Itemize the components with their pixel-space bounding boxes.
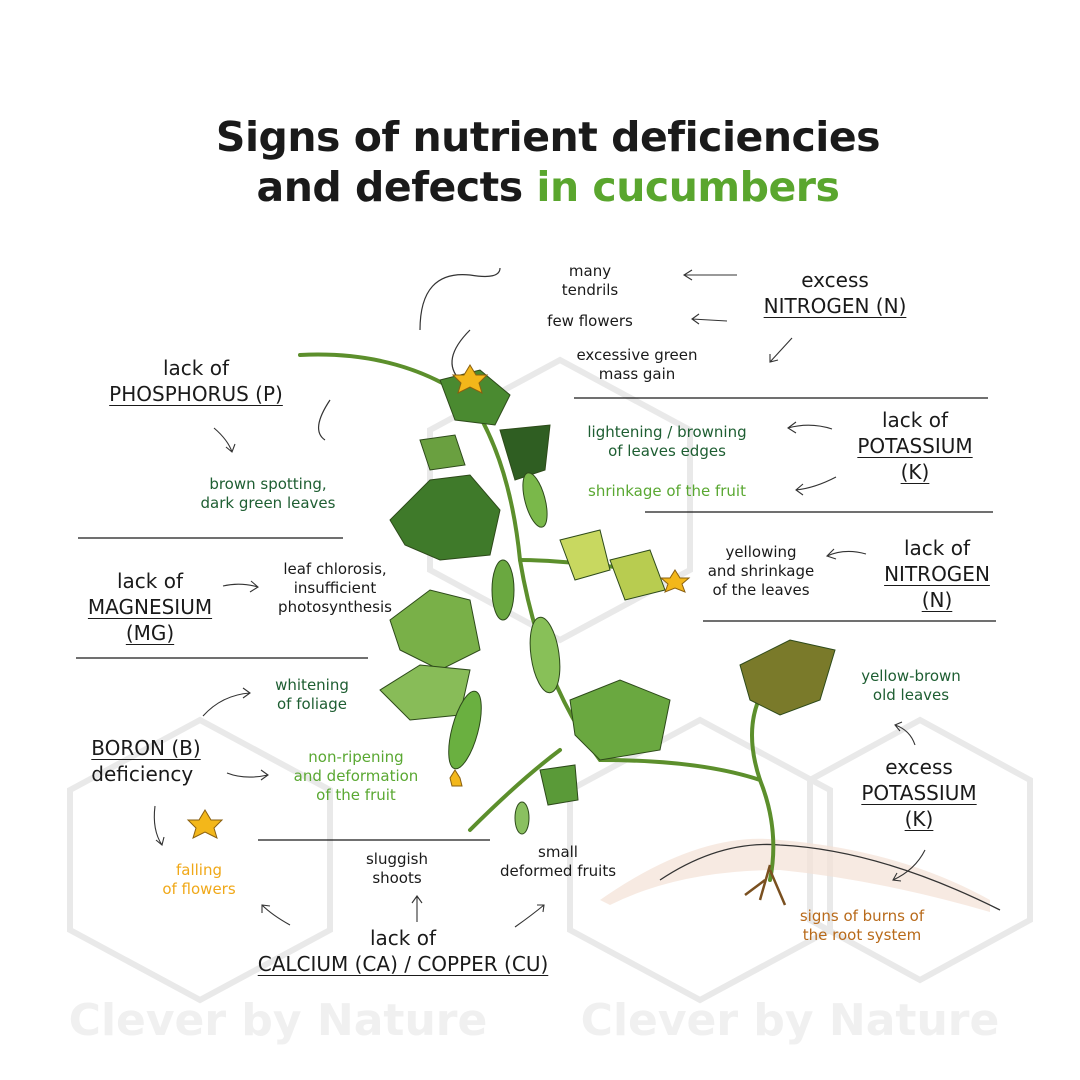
sign-non-ripening: non-ripening and deformation of the frui… (293, 748, 419, 804)
lack-magnesium-label: lack of MAGNESIUM (MG) (87, 569, 213, 645)
watermark: Clever by Nature (68, 995, 488, 1046)
sign-root-burns: signs of burns of the root system (799, 907, 925, 944)
excess-potassium-label: excess POTASSIUM (K) (861, 755, 977, 831)
sign-many-tendrils: many tendrils (561, 262, 619, 299)
title-line-2: and defects in cucumbers (256, 163, 840, 211)
soil-mound (600, 838, 990, 912)
sign-whitening-foliage: whitening of foliage (275, 676, 349, 713)
lack-nitrogen-label: lack of NITROGEN (N) (884, 536, 990, 612)
sign-sluggish-shoots: sluggish shoots (365, 850, 429, 887)
lack-calcium-copper-label: lack of CALCIUM (CA) / COPPER (CU) (257, 926, 549, 976)
boron-deficiency-label: BORON (B) deficiency (91, 736, 201, 786)
sign-fruit-shrinkage: shrinkage of the fruit (588, 482, 746, 500)
leaves (379, 369, 836, 806)
sign-few-flowers: few flowers (547, 312, 633, 330)
arrows (153, 269, 926, 928)
sign-leaf-chlorosis: leaf chlorosis, insufficient photosynthe… (278, 560, 392, 616)
watermark: Clever by Nature (580, 995, 1000, 1046)
flowers (186, 364, 691, 839)
divider-lines (76, 397, 996, 841)
sign-yellow-brown-leaves: yellow-brown old leaves (861, 667, 961, 704)
title-highlight: in cucumbers (536, 163, 840, 211)
lack-potassium-label: lack of POTASSIUM (K) (857, 408, 973, 484)
lack-phosphorus-label: lack of PHOSPHORUS (P) (109, 356, 283, 406)
excess-nitrogen-label: excess NITROGEN (N) (763, 268, 907, 318)
roots (744, 864, 787, 906)
sign-leaf-edge-browning: lightening / browning of leaves edges (587, 423, 747, 460)
page-title: Signs of nutrient deficiencies and defec… (215, 112, 881, 212)
sign-green-mass-gain: excessive green mass gain (576, 346, 698, 383)
sign-leaf-yellowing: yellowing and shrinkage of the leaves (707, 543, 815, 599)
sign-small-deformed-fruits: small deformed fruits (499, 843, 617, 880)
sign-falling-flowers: falling of flowers (162, 861, 236, 898)
sign-brown-spotting: brown spotting, dark green leaves (200, 475, 336, 512)
cucumbers (448, 472, 561, 835)
title-line-1: Signs of nutrient deficiencies (215, 113, 881, 161)
